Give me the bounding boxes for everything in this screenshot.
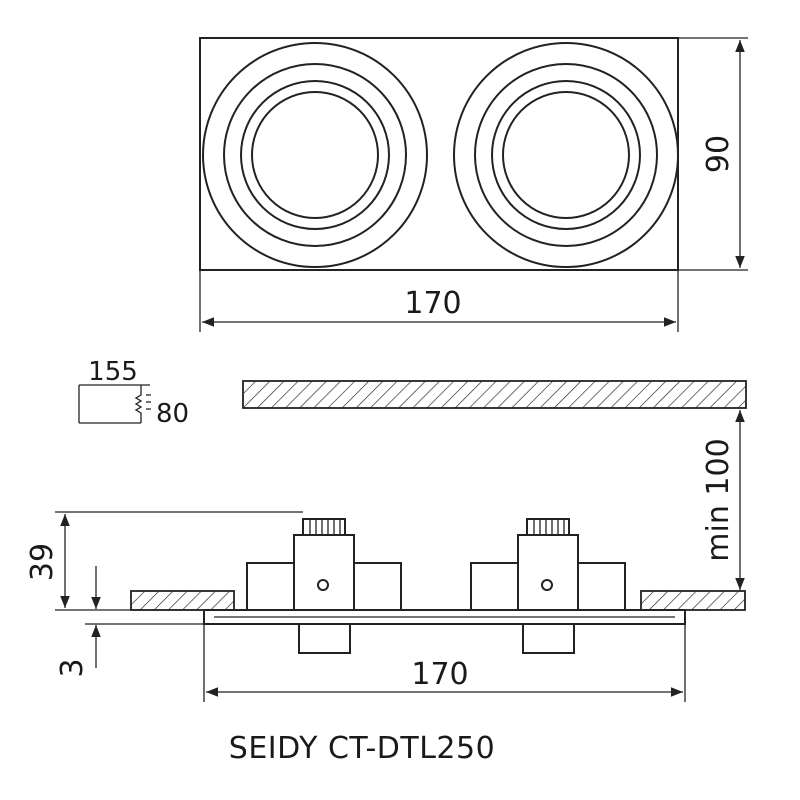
bottom-width-dimension xyxy=(203,624,686,702)
cutout-width-label: 155 xyxy=(88,357,138,387)
product-name: SEIDY CT-DTL250 xyxy=(229,731,495,766)
rim-dimension xyxy=(85,566,204,668)
rim-label: 3 xyxy=(55,658,90,677)
left-lamp-ring xyxy=(202,42,428,268)
fixture-body xyxy=(203,609,686,625)
bottom-width-label: 170 xyxy=(411,657,468,692)
top-width-label: 170 xyxy=(404,286,461,321)
right-lamp-ring xyxy=(453,42,679,268)
right-lamp-module xyxy=(470,518,626,654)
cutout-height-label: 80 xyxy=(156,399,189,429)
depth-dimension xyxy=(55,511,303,611)
depth-label: 39 xyxy=(25,543,60,581)
top-view xyxy=(199,37,748,332)
ceiling-panel-left xyxy=(130,590,235,611)
ceiling-slab xyxy=(242,380,747,409)
ceiling-panel-right xyxy=(640,590,746,611)
cutout-symbol xyxy=(78,384,151,424)
height-dimension xyxy=(678,37,748,271)
top-height-label: 90 xyxy=(701,135,736,173)
clearance-label: min 100 xyxy=(701,438,736,561)
left-lamp-module xyxy=(246,518,402,654)
width-dimension xyxy=(199,270,679,332)
